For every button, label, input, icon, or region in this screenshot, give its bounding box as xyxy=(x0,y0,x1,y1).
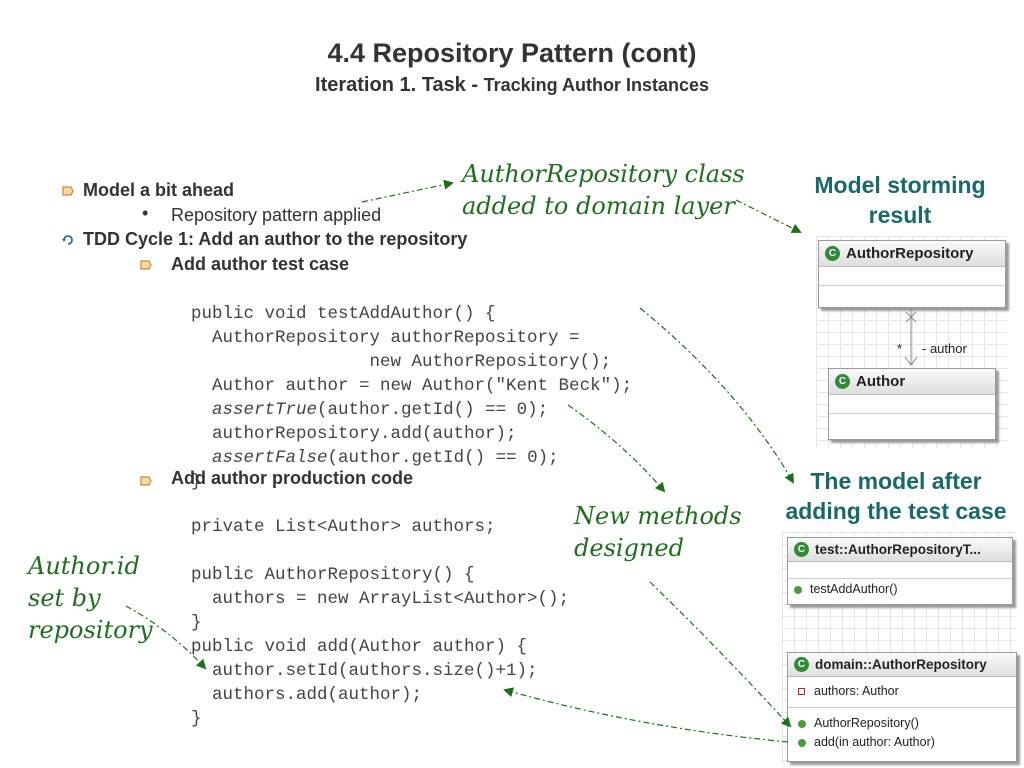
arrow-new-methods-to-uml xyxy=(649,581,792,728)
assert-true-keyword: assertTrue xyxy=(212,400,318,420)
arrow-uml-to-add-method xyxy=(503,687,789,743)
uml-class-test-repository: C test::AuthorRepositoryT... testAddAuth… xyxy=(787,537,1013,605)
caption-line: The model after xyxy=(810,468,982,494)
association-role: - author xyxy=(922,341,967,356)
bullet-repository-pattern: Repository pattern applied xyxy=(171,205,382,225)
caption-line: Model storming xyxy=(814,172,986,198)
code-line-assert-true: assertTrue(author.getId() == 0); xyxy=(191,398,632,422)
method-dot-icon xyxy=(798,738,806,747)
bullet-arrow-icon-2 xyxy=(140,258,152,276)
uml-class-header: C test::AuthorRepositoryT... xyxy=(788,538,1012,562)
code-line: author.setId(authors.size()+1); xyxy=(191,661,538,681)
bullet-tdd-cycle: TDD Cycle 1: Add an author to the reposi… xyxy=(83,229,468,249)
code-prod-block: private List<Author> authors;​public Aut… xyxy=(191,491,569,755)
uml-class-authorrepository: C AuthorRepository xyxy=(818,240,1006,308)
uml-attributes-section xyxy=(819,267,1005,286)
code-line: new AuthorRepository(); xyxy=(191,352,612,372)
association-multiplicity: * xyxy=(897,341,903,356)
annotation-line: designed xyxy=(574,534,684,562)
annotation-line: AuthorRepository class xyxy=(462,160,745,188)
method-name: testAddAuthor() xyxy=(810,582,898,596)
attribute-icon xyxy=(798,688,805,696)
arrow-to-model-storming xyxy=(735,199,802,233)
class-icon: C xyxy=(825,246,840,261)
method-row: add(in author: Author) xyxy=(798,733,1010,752)
code-line: AuthorRepository authorRepository = xyxy=(191,328,580,348)
class-icon: C xyxy=(794,542,809,557)
assert-false-args: (author.getId() == 0); xyxy=(327,448,559,468)
code-line: authors = new ArrayList<Author>(); xyxy=(191,589,570,609)
uml-attributes-section: authors: Author xyxy=(788,677,1016,708)
class-name: AuthorRepository xyxy=(846,245,974,262)
annotation-repository-class: AuthorRepository class added to domain l… xyxy=(462,158,745,222)
subtitle-small: Tracking Author Instances xyxy=(483,75,709,95)
code-line: } xyxy=(191,709,202,729)
uml-class-domain-repository: C domain::AuthorRepository authors: Auth… xyxy=(787,652,1017,762)
dot-bullet-icon: • xyxy=(142,203,149,223)
subtitle-main: Iteration 1. Task - xyxy=(315,74,484,96)
code-line: authors.add(author); xyxy=(191,685,423,705)
code-line: } xyxy=(191,472,202,492)
caption-line: adding the test case xyxy=(785,498,1007,524)
bullet-add-production-code: Add author production code xyxy=(171,468,413,488)
assert-true-args: (author.getId() == 0); xyxy=(317,400,549,420)
code-line: Author author = new Author("Kent Beck"); xyxy=(191,376,633,396)
assert-false-keyword: assertFalse xyxy=(212,448,328,468)
class-name: Author xyxy=(856,373,906,390)
slide-title: 4.4 Repository Pattern (cont) xyxy=(327,38,697,68)
model-after-caption: The model after adding the test case xyxy=(770,466,1022,526)
annotation-new-methods: New methods designed xyxy=(574,500,742,564)
uml-class-header: C AuthorRepository xyxy=(819,241,1005,267)
bullet-arrow-icon-1 xyxy=(62,184,74,202)
class-icon: C xyxy=(794,657,809,672)
cycle-bullet-icon xyxy=(61,233,75,252)
annotation-line: added to domain layer xyxy=(462,192,735,220)
uml-class-header: C Author xyxy=(829,369,995,395)
code-line-assert-false: assertFalse(author.getId() == 0); xyxy=(191,446,632,470)
attribute-name: authors: Author xyxy=(814,684,899,698)
code-line: public AuthorRepository() { xyxy=(191,565,475,585)
class-icon: C xyxy=(835,374,850,389)
uml-attributes-section xyxy=(788,562,1012,579)
slide-subtitle: Iteration 1. Task - Tracking Author Inst… xyxy=(0,74,1024,97)
code-test-block: public void testAddAuthor() { AuthorRepo… xyxy=(191,278,632,518)
method-dot-icon xyxy=(794,585,802,594)
class-name: domain::AuthorRepository xyxy=(815,657,987,672)
annotation-line: repository xyxy=(28,616,153,644)
code-line: public void testAddAuthor() { xyxy=(191,304,496,324)
method-name: AuthorRepository() xyxy=(814,716,919,730)
bullet-model-ahead: Model a bit ahead xyxy=(83,180,235,200)
arrow-author-id-to-code xyxy=(125,605,207,670)
caption-line: result xyxy=(868,202,932,228)
code-line: } xyxy=(191,613,202,633)
uml-methods-section: AuthorRepository() add(in author: Author… xyxy=(788,708,1016,754)
arrow-to-new-methods xyxy=(567,404,666,493)
uml-class-author: C Author xyxy=(828,368,996,440)
bullet-add-test-case: Add author test case xyxy=(171,254,350,274)
uml-class-header: C domain::AuthorRepository xyxy=(788,653,1016,677)
code-line: authorRepository.add(author); xyxy=(191,424,517,444)
association-line xyxy=(896,309,926,374)
class-name: test::AuthorRepositoryT... xyxy=(815,542,981,557)
uml-attributes-section xyxy=(829,395,995,414)
code-line: private List<Author> authors; xyxy=(191,517,496,537)
bullet-arrow-icon-3 xyxy=(140,474,152,492)
annotation-author-id: Author.id set by repository xyxy=(28,550,153,646)
arrow-to-model-after xyxy=(639,307,794,484)
code-line: public void add(Author author) { xyxy=(191,637,528,657)
annotation-line: New methods xyxy=(574,502,742,530)
model-storming-caption: Model storming result xyxy=(790,170,1010,230)
method-name: add(in author: Author) xyxy=(814,735,935,749)
method-dot-icon xyxy=(798,719,806,728)
uml-methods-section: testAddAuthor() xyxy=(788,579,1012,599)
annotation-line: set by xyxy=(28,584,101,612)
annotation-line: Author.id xyxy=(28,552,140,580)
arrow-to-repo-annotation xyxy=(361,179,454,203)
method-row: AuthorRepository() xyxy=(798,714,1010,733)
